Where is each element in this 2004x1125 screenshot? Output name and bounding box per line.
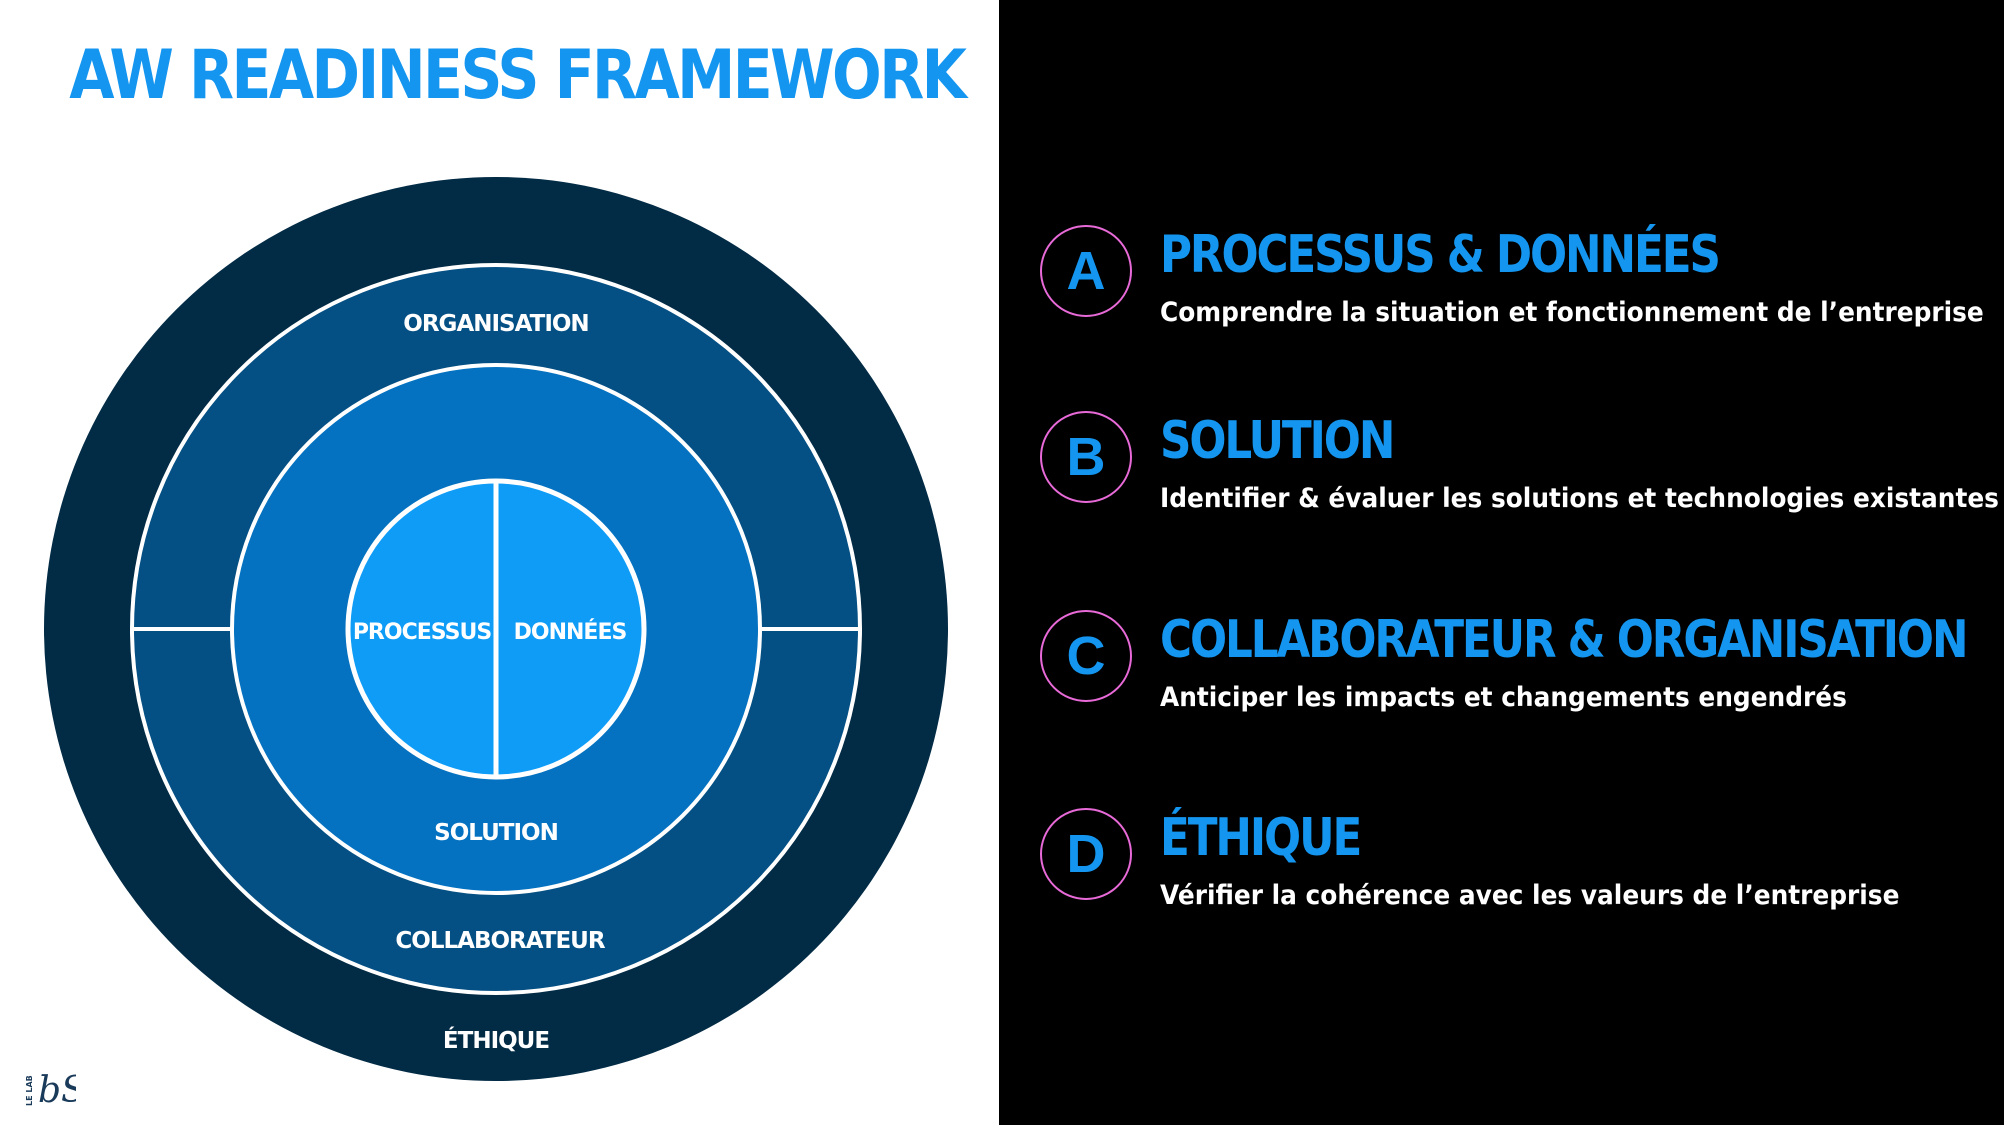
item-description: Anticiper les impacts et changements eng… [1160, 682, 1847, 713]
right-panel [999, 0, 2004, 1125]
letter-badge-a: A [1040, 225, 1132, 317]
item-description: Comprendre la situation et fonctionnemen… [1160, 297, 1984, 328]
item-title: SOLUTION [1160, 411, 1395, 471]
letter-badge-b: B [1040, 411, 1132, 503]
item-description: Identifier & évaluer les solutions et te… [1160, 483, 1999, 514]
label-collaborateur: COLLABORATEUR [395, 928, 605, 954]
logo-text: LE LAB [25, 1075, 34, 1106]
label-organisation: ORGANISATION [403, 311, 588, 337]
label-solution: SOLUTION [434, 820, 558, 846]
item-title: PROCESSUS & DONNÉES [1160, 225, 1721, 285]
item-description: Vérifier la cohérence avec les valeurs d… [1160, 880, 1900, 911]
readiness-diagram: ORGANISATION PROCESSUS DONNÉES SOLUTION … [44, 177, 948, 1081]
item-collaborateur-organisation: C COLLABORATEUR & ORGANISATION Anticiper… [1040, 610, 2000, 740]
le-lab-logo: LE LAB bS [25, 1070, 76, 1111]
item-title: COLLABORATEUR & ORGANISATION [1160, 610, 1969, 670]
letter-badge-c: C [1040, 610, 1132, 702]
letter-badge-d: D [1040, 808, 1132, 900]
item-title: ÉTHIQUE [1160, 808, 1362, 868]
logo-mark: bS [38, 1070, 76, 1111]
label-donnees: DONNÉES [514, 619, 627, 645]
item-ethique: D ÉTHIQUE Vérifier la cohérence avec les… [1040, 808, 2000, 938]
label-processus: PROCESSUS [353, 620, 492, 645]
item-processus-donnees: A PROCESSUS & DONNÉES Comprendre la situ… [1040, 225, 2000, 355]
page-title: AW READINESS FRAMEWORK [69, 36, 967, 115]
label-ethique: ÉTHIQUE [443, 1026, 549, 1054]
item-solution: B SOLUTION Identifier & évaluer les solu… [1040, 411, 2000, 541]
